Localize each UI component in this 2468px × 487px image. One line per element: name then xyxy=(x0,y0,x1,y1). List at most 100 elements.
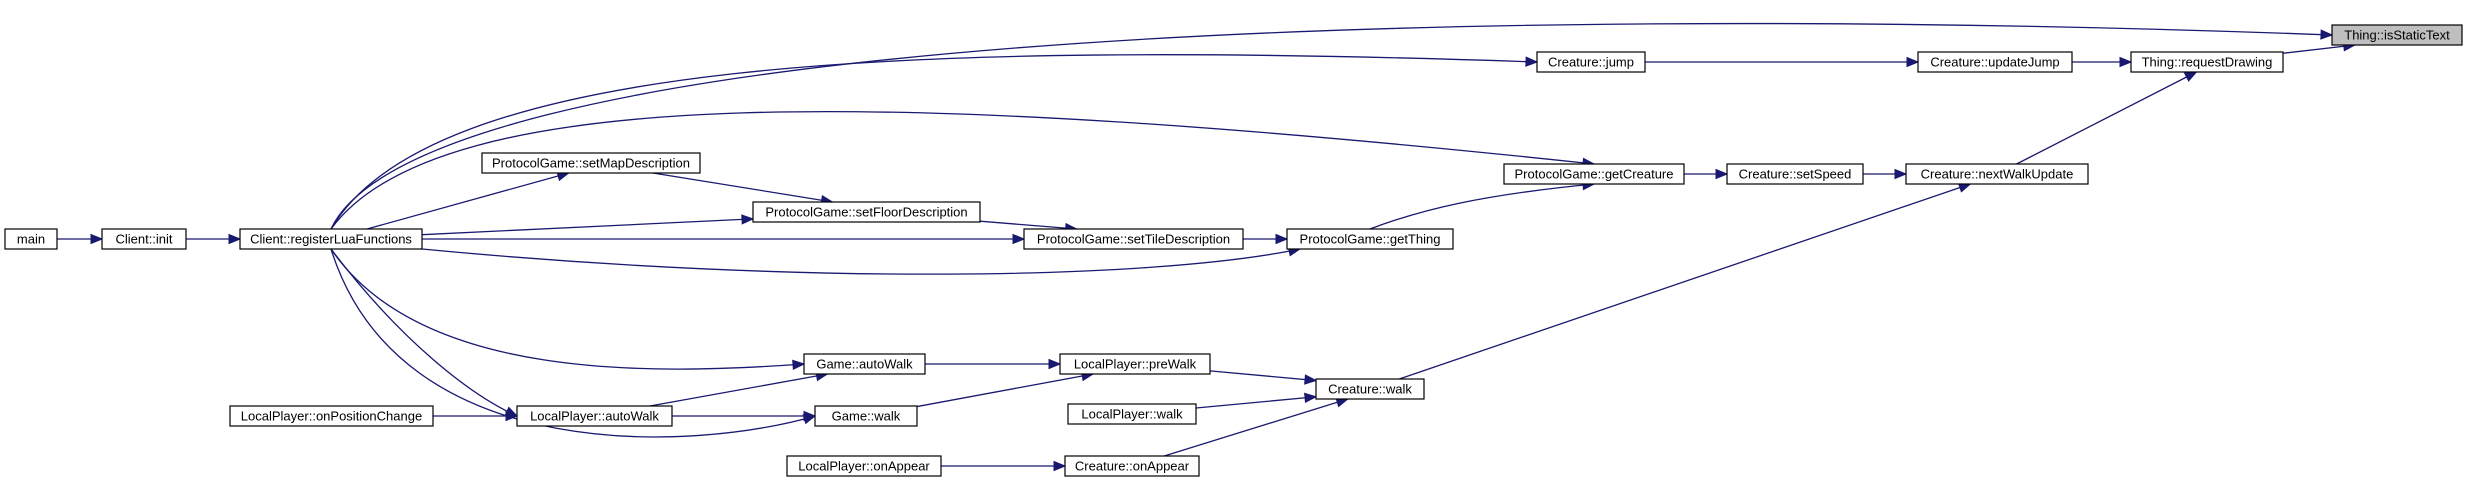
edge-line xyxy=(366,172,569,230)
node-n6[interactable]: ProtocolGame::getCreature xyxy=(1503,163,1685,185)
node-n1[interactable]: Thing::requestDrawing xyxy=(2130,51,2284,73)
node-box[interactable] xyxy=(803,353,926,375)
edge-n6-to-n5 xyxy=(1684,168,1729,180)
node-label: Creature::jump xyxy=(1548,54,1634,69)
node-label: Creature::nextWalkUpdate xyxy=(1921,166,2074,181)
node-label: Client::registerLuaFunctions xyxy=(250,231,412,246)
arrowhead xyxy=(90,233,104,245)
node-box[interactable] xyxy=(1067,403,1197,425)
node-box[interactable] xyxy=(101,228,187,250)
arrowhead xyxy=(1304,374,1318,385)
arrowhead xyxy=(1894,168,1908,180)
node-label: Thing::isStaticText xyxy=(2344,27,2450,42)
edge-line xyxy=(330,110,1595,230)
arrowhead xyxy=(803,410,817,422)
node-n10[interactable]: ProtocolGame::getThing xyxy=(1286,228,1454,250)
arrowhead xyxy=(1048,358,1062,370)
node-n2[interactable]: Creature::updateJump xyxy=(1917,51,2073,73)
node-n3[interactable]: Creature::jump xyxy=(1536,51,1646,73)
edge-line xyxy=(330,248,805,370)
node-box[interactable] xyxy=(1059,353,1211,375)
node-box[interactable] xyxy=(786,455,942,477)
edge-n7-to-n8 xyxy=(652,172,834,206)
edge-line xyxy=(979,220,1077,230)
node-box[interactable] xyxy=(752,201,981,223)
node-box[interactable] xyxy=(1536,51,1646,73)
node-n18[interactable]: LocalPlayer::onPositionChange xyxy=(229,405,434,427)
node-n12[interactable]: Client::init xyxy=(101,228,187,250)
node-n16[interactable]: Creature::walk xyxy=(1315,378,1425,400)
node-box[interactable] xyxy=(1726,163,1864,185)
edge-line xyxy=(649,373,828,407)
node-n22[interactable]: Creature::onAppear xyxy=(1064,455,1200,477)
node-box[interactable] xyxy=(1315,378,1425,400)
node-label: Thing::requestDrawing xyxy=(2142,54,2273,69)
node-box[interactable] xyxy=(2130,51,2284,73)
node-box[interactable] xyxy=(239,228,423,250)
node-box[interactable] xyxy=(1503,163,1685,185)
nodes-layer: Thing::isStaticTextThing::requestDrawing… xyxy=(4,24,2463,477)
arrowhead xyxy=(1715,168,1729,180)
node-n17[interactable]: LocalPlayer::walk xyxy=(1067,403,1197,425)
edge-n5-to-n4 xyxy=(1863,168,1908,180)
edge-n13-to-n10 xyxy=(421,246,1302,275)
node-n9[interactable]: ProtocolGame::setTileDescription xyxy=(1023,228,1244,250)
edge-n13-to-n8 xyxy=(421,214,755,236)
arrowhead xyxy=(228,233,242,245)
node-box[interactable] xyxy=(229,405,434,427)
node-n11[interactable]: main xyxy=(4,228,58,250)
edge-n12-to-n13 xyxy=(186,233,242,245)
node-box[interactable] xyxy=(814,405,918,427)
edge-line xyxy=(916,373,1094,408)
node-label: ProtocolGame::setMapDescription xyxy=(492,155,690,170)
edge-line xyxy=(1399,183,1971,380)
arrowhead xyxy=(1012,233,1026,245)
edge-n14-to-n15 xyxy=(925,358,1062,370)
node-n4[interactable]: Creature::nextWalkUpdate xyxy=(1905,163,2089,185)
node-label: Creature::setSpeed xyxy=(1739,166,1852,181)
node-label: LocalPlayer::preWalk xyxy=(1074,356,1197,371)
node-box[interactable] xyxy=(1064,455,1200,477)
edge-n17-to-n16 xyxy=(1195,392,1318,409)
node-n20[interactable]: Game::walk xyxy=(814,405,918,427)
node-n8[interactable]: ProtocolGame::setFloorDescription xyxy=(752,201,981,223)
node-box[interactable] xyxy=(481,152,701,174)
node-n5[interactable]: Creature::setSpeed xyxy=(1726,163,1864,185)
edge-line xyxy=(330,248,518,417)
node-label: main xyxy=(17,231,45,246)
edge-n19-to-n14 xyxy=(649,370,829,407)
node-n7[interactable]: ProtocolGame::setMapDescription xyxy=(481,152,701,174)
node-box[interactable] xyxy=(516,405,673,427)
edge-n9-to-n10 xyxy=(1243,233,1289,245)
arrowhead xyxy=(2183,71,2198,82)
node-box[interactable] xyxy=(4,228,58,250)
node-n15[interactable]: LocalPlayer::preWalk xyxy=(1059,353,1211,375)
edge-n13-to-n3 xyxy=(330,54,1539,230)
node-box[interactable] xyxy=(1286,228,1454,250)
node-label: ProtocolGame::setFloorDescription xyxy=(765,204,967,219)
edge-line xyxy=(2282,44,2355,54)
edge-line xyxy=(421,218,754,236)
edge-n21-to-n22 xyxy=(941,460,1067,472)
edge-n13-to-n19 xyxy=(330,248,519,417)
edge-n18-to-n19 xyxy=(433,410,519,422)
node-n0[interactable]: Thing::isStaticText xyxy=(2331,24,2463,46)
arrowhead xyxy=(2320,29,2334,40)
node-box[interactable] xyxy=(1905,163,2089,185)
node-box[interactable] xyxy=(1917,51,2073,73)
node-n13[interactable]: Client::registerLuaFunctions xyxy=(239,228,423,250)
edge-line xyxy=(1195,396,1317,409)
node-n19[interactable]: LocalPlayer::autoWalk xyxy=(516,405,673,427)
node-n14[interactable]: Game::autoWalk xyxy=(803,353,926,375)
node-box[interactable] xyxy=(1023,228,1244,250)
node-box[interactable] xyxy=(2331,24,2463,46)
edge-n13-to-n9 xyxy=(422,233,1026,245)
node-label: Game::walk xyxy=(832,408,901,423)
node-label: ProtocolGame::getThing xyxy=(1300,231,1441,246)
node-label: ProtocolGame::getCreature xyxy=(1515,166,1674,181)
edge-n15-to-n16 xyxy=(1209,370,1318,385)
edge-line xyxy=(652,172,833,203)
node-n21[interactable]: LocalPlayer::onAppear xyxy=(786,455,942,477)
arrowhead xyxy=(1525,56,1539,67)
